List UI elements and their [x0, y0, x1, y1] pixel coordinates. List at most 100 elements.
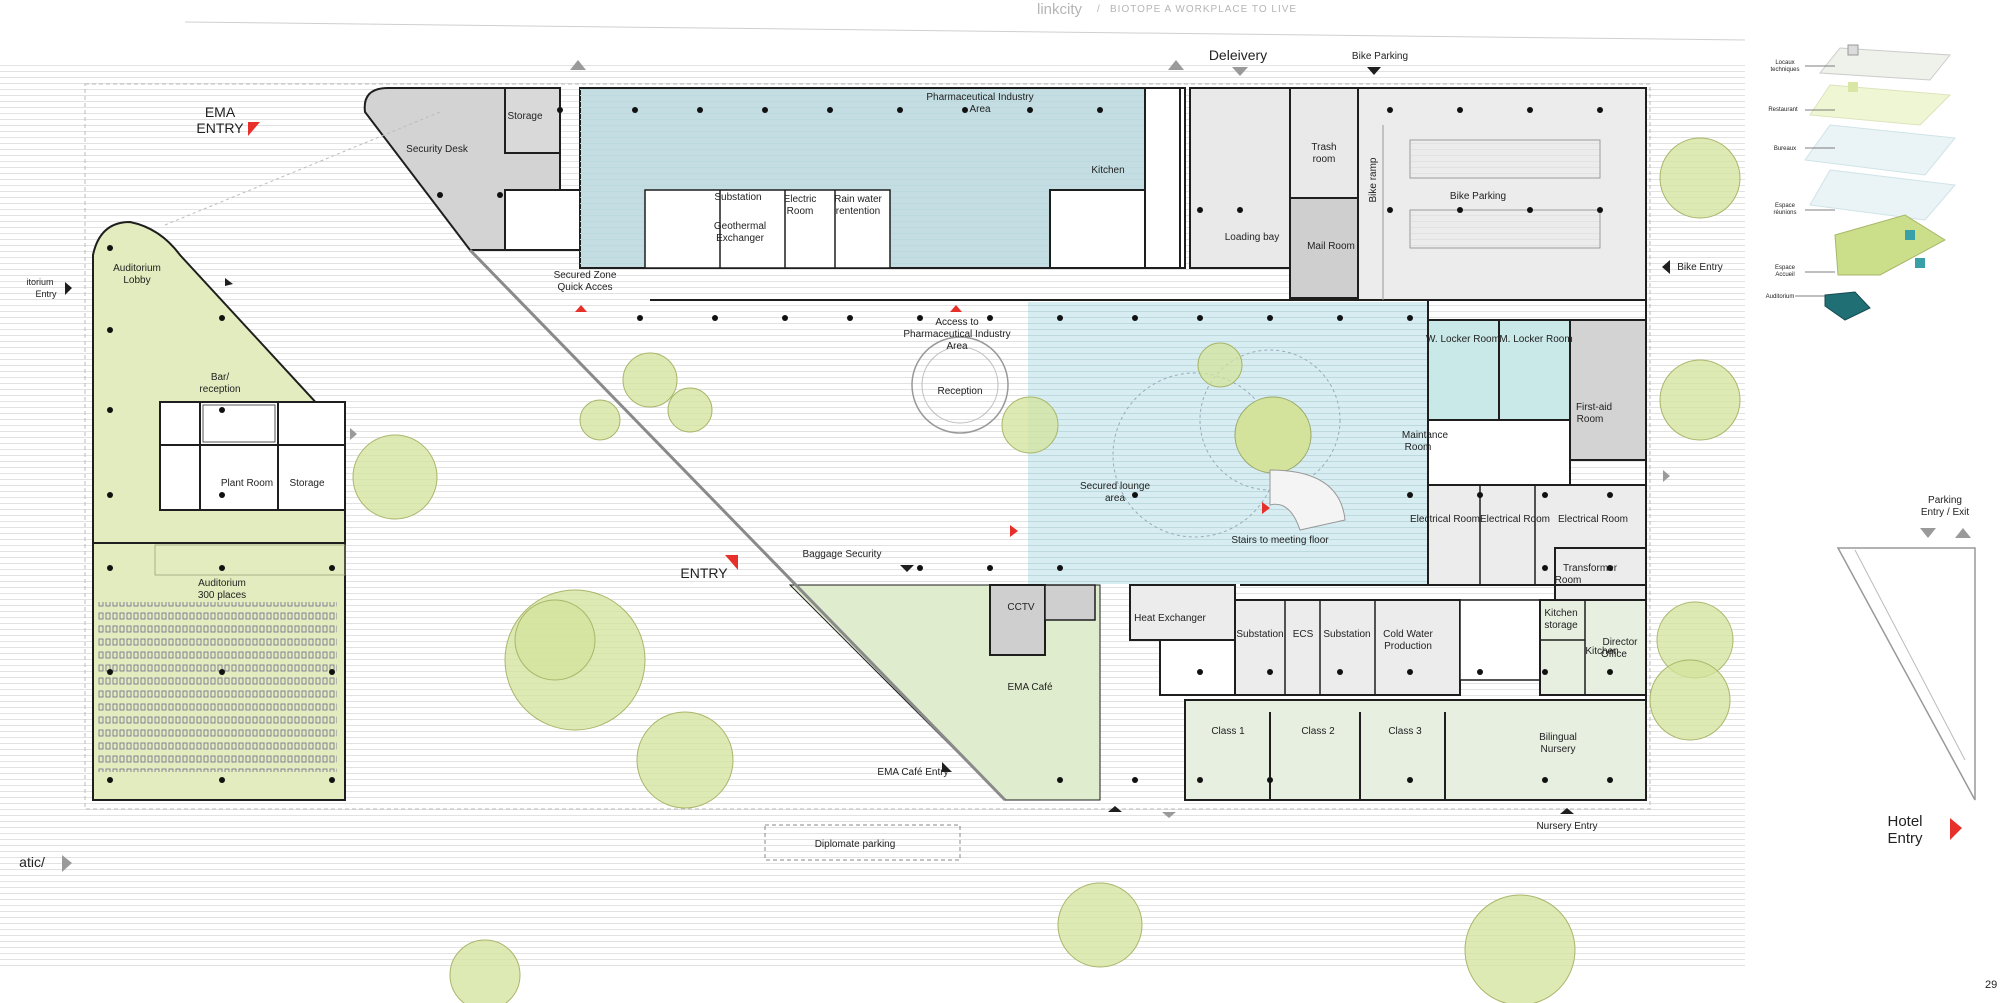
access-pharma-label: Access to: [935, 317, 979, 328]
hotel-entry-arrow: [1950, 818, 1962, 840]
bar-label-2: reception: [199, 384, 240, 395]
pharma-area-label: Pharmaceutical Industry: [926, 92, 1033, 103]
secured-lounge-label: Secured lounge: [1080, 481, 1150, 492]
nursery-entry-arrow: [1560, 808, 1574, 814]
parking-entry-label: Parking: [1928, 495, 1962, 506]
auditorium-entry-arrow: [65, 282, 72, 295]
main-entry-arrow: [725, 555, 738, 570]
auditorium-lobby-label-2: Lobby: [123, 275, 150, 286]
reception-desk: [911, 336, 1009, 434]
storage-left-label: Storage: [289, 478, 324, 489]
heat-exchanger-label: Heat Exchanger: [1134, 613, 1206, 624]
bike-entry-label: Bike Entry: [1677, 262, 1723, 273]
page-number: 29: [1985, 979, 1997, 991]
auditorium-label: Auditorium: [198, 578, 246, 589]
plant-room-label: Plant Room: [221, 478, 273, 489]
legend-item-reception: Espace: [1775, 265, 1796, 271]
secured-zone-label-2: Quick Acces: [557, 282, 612, 293]
substation-a-label: Substation: [1236, 629, 1283, 640]
bar-label: Bar/: [211, 372, 230, 383]
left-edge-arrow: [62, 855, 72, 872]
bike-ramp-label: Bike ramp: [1368, 157, 1379, 202]
ema-cafe-label: EMA Café: [1007, 682, 1052, 693]
director-office-label-2: Office: [1601, 649, 1627, 660]
legend-item-offices: Bureaux: [1774, 146, 1796, 152]
entry-arrows: [62, 60, 1971, 872]
class-3-label: Class 3: [1388, 726, 1422, 737]
electric-room-label: Electric: [784, 194, 817, 205]
pharma-area-label-2: Area: [969, 104, 991, 115]
storage-top-label: Storage: [507, 111, 542, 122]
stairs-to-meeting-floor: [1269, 469, 1346, 531]
diplomate-parking-area: [764, 824, 961, 861]
bilingual-nursery-label: Bilingual: [1539, 732, 1577, 743]
trash-room-label: Trash: [1311, 142, 1336, 153]
ema-cafe-entry-label: EMA Café Entry: [877, 767, 948, 778]
column-grid: [107, 107, 1613, 783]
security-desk-label: Security Desk: [406, 144, 469, 155]
left-edge-label: atic/: [19, 854, 45, 870]
geothermal-label-2: Exchanger: [716, 233, 764, 244]
kitchen-storage-label: Kitchen: [1544, 608, 1577, 619]
w-locker-label: W. Locker Room: [1426, 334, 1500, 345]
stairs-label: Stairs to meeting floor: [1231, 535, 1329, 546]
nursery-entry-label: Nursery Entry: [1536, 821, 1597, 832]
access-pharma-label-2: Pharmaceutical Industry: [903, 329, 1010, 340]
ema-entry-arrow: [248, 122, 260, 136]
geothermal-label: Geothermal: [714, 221, 766, 232]
m-locker-label: M. Locker Room: [1499, 334, 1572, 345]
auditorium-lobby-label: Auditorium: [113, 263, 161, 274]
ema-entry-label: EMA: [205, 104, 236, 120]
mail-room-label: Mail Room: [1307, 241, 1355, 252]
legend-item-technical-2: techniques: [1770, 67, 1799, 73]
kitchen-top-label: Kitchen: [1091, 165, 1124, 176]
kitchen-right-label: Kitchen: [1585, 646, 1618, 657]
secured-lounge-label-2: area: [1105, 493, 1125, 504]
first-aid-label: First-aid: [1576, 402, 1612, 413]
class-2-label: Class 2: [1301, 726, 1335, 737]
first-aid-label-2: Room: [1577, 414, 1604, 425]
cctv-label: CCTV: [1007, 602, 1035, 613]
trash-room-label-2: room: [1313, 154, 1336, 165]
bike-parking-arrow: [1367, 67, 1381, 75]
parking-arrow-down: [1920, 528, 1936, 538]
substation-b-label: Substation: [1323, 629, 1370, 640]
bilingual-nursery-label-2: Nursery: [1540, 744, 1575, 755]
maintenance-label-2: Room: [1405, 442, 1432, 453]
auditorium-capacity-label: 300 places: [198, 590, 246, 601]
substation-top-label: Substation: [714, 192, 761, 203]
parking-arrow-up: [1955, 528, 1971, 538]
rain-water-label: Rain water: [834, 194, 882, 205]
header-tagline: BIOTOPE A WORKPLACE TO LIVE: [1110, 4, 1297, 15]
cold-water-label: Cold Water: [1383, 629, 1433, 640]
legend-item-reception-2: Accueil: [1775, 272, 1794, 278]
ema-entry-label-2: ENTRY: [196, 120, 244, 136]
secured-zone-label: Secured Zone: [554, 270, 617, 281]
header-separator: /: [1097, 4, 1100, 15]
electrical-room-2-label: Electrical Room: [1480, 514, 1550, 525]
diplomate-parking-label: Diplomate parking: [815, 839, 896, 850]
cafe-entry-arrow: [942, 762, 952, 772]
trees: [352, 137, 1741, 1003]
loading-bay: [1189, 87, 1291, 269]
electrical-room-1-label: Electrical Room: [1410, 514, 1480, 525]
access-pharma-label-3: Area: [946, 341, 968, 352]
legend-item-technical: Locaux: [1775, 60, 1794, 66]
ecs-label: ECS: [1293, 629, 1314, 640]
maintenance-label: Maintance: [1402, 430, 1449, 441]
loading-bay-label: Loading bay: [1225, 232, 1280, 243]
parking-entry-label-2: Entry / Exit: [1921, 507, 1970, 518]
hotel-entry-label-2: Entry: [1887, 830, 1923, 847]
rain-water-label-2: rentention: [836, 206, 880, 217]
electric-room-label-2: Room: [787, 206, 814, 217]
transformer-label: Transformer: [1563, 563, 1618, 574]
brand-logo: linkcity: [1037, 1, 1083, 18]
kitchen-storage-label-2: storage: [1544, 620, 1578, 631]
nursery-block: [1184, 699, 1647, 801]
electrical-room-3-label: Electrical Room: [1558, 514, 1628, 525]
auditorium-entry-label: itorium: [26, 277, 53, 287]
auditorium-entry-label-2: Entry: [35, 289, 57, 299]
bike-entry-arrow: [1662, 260, 1670, 274]
legend-item-restaurant: Restaurant: [1768, 107, 1798, 113]
